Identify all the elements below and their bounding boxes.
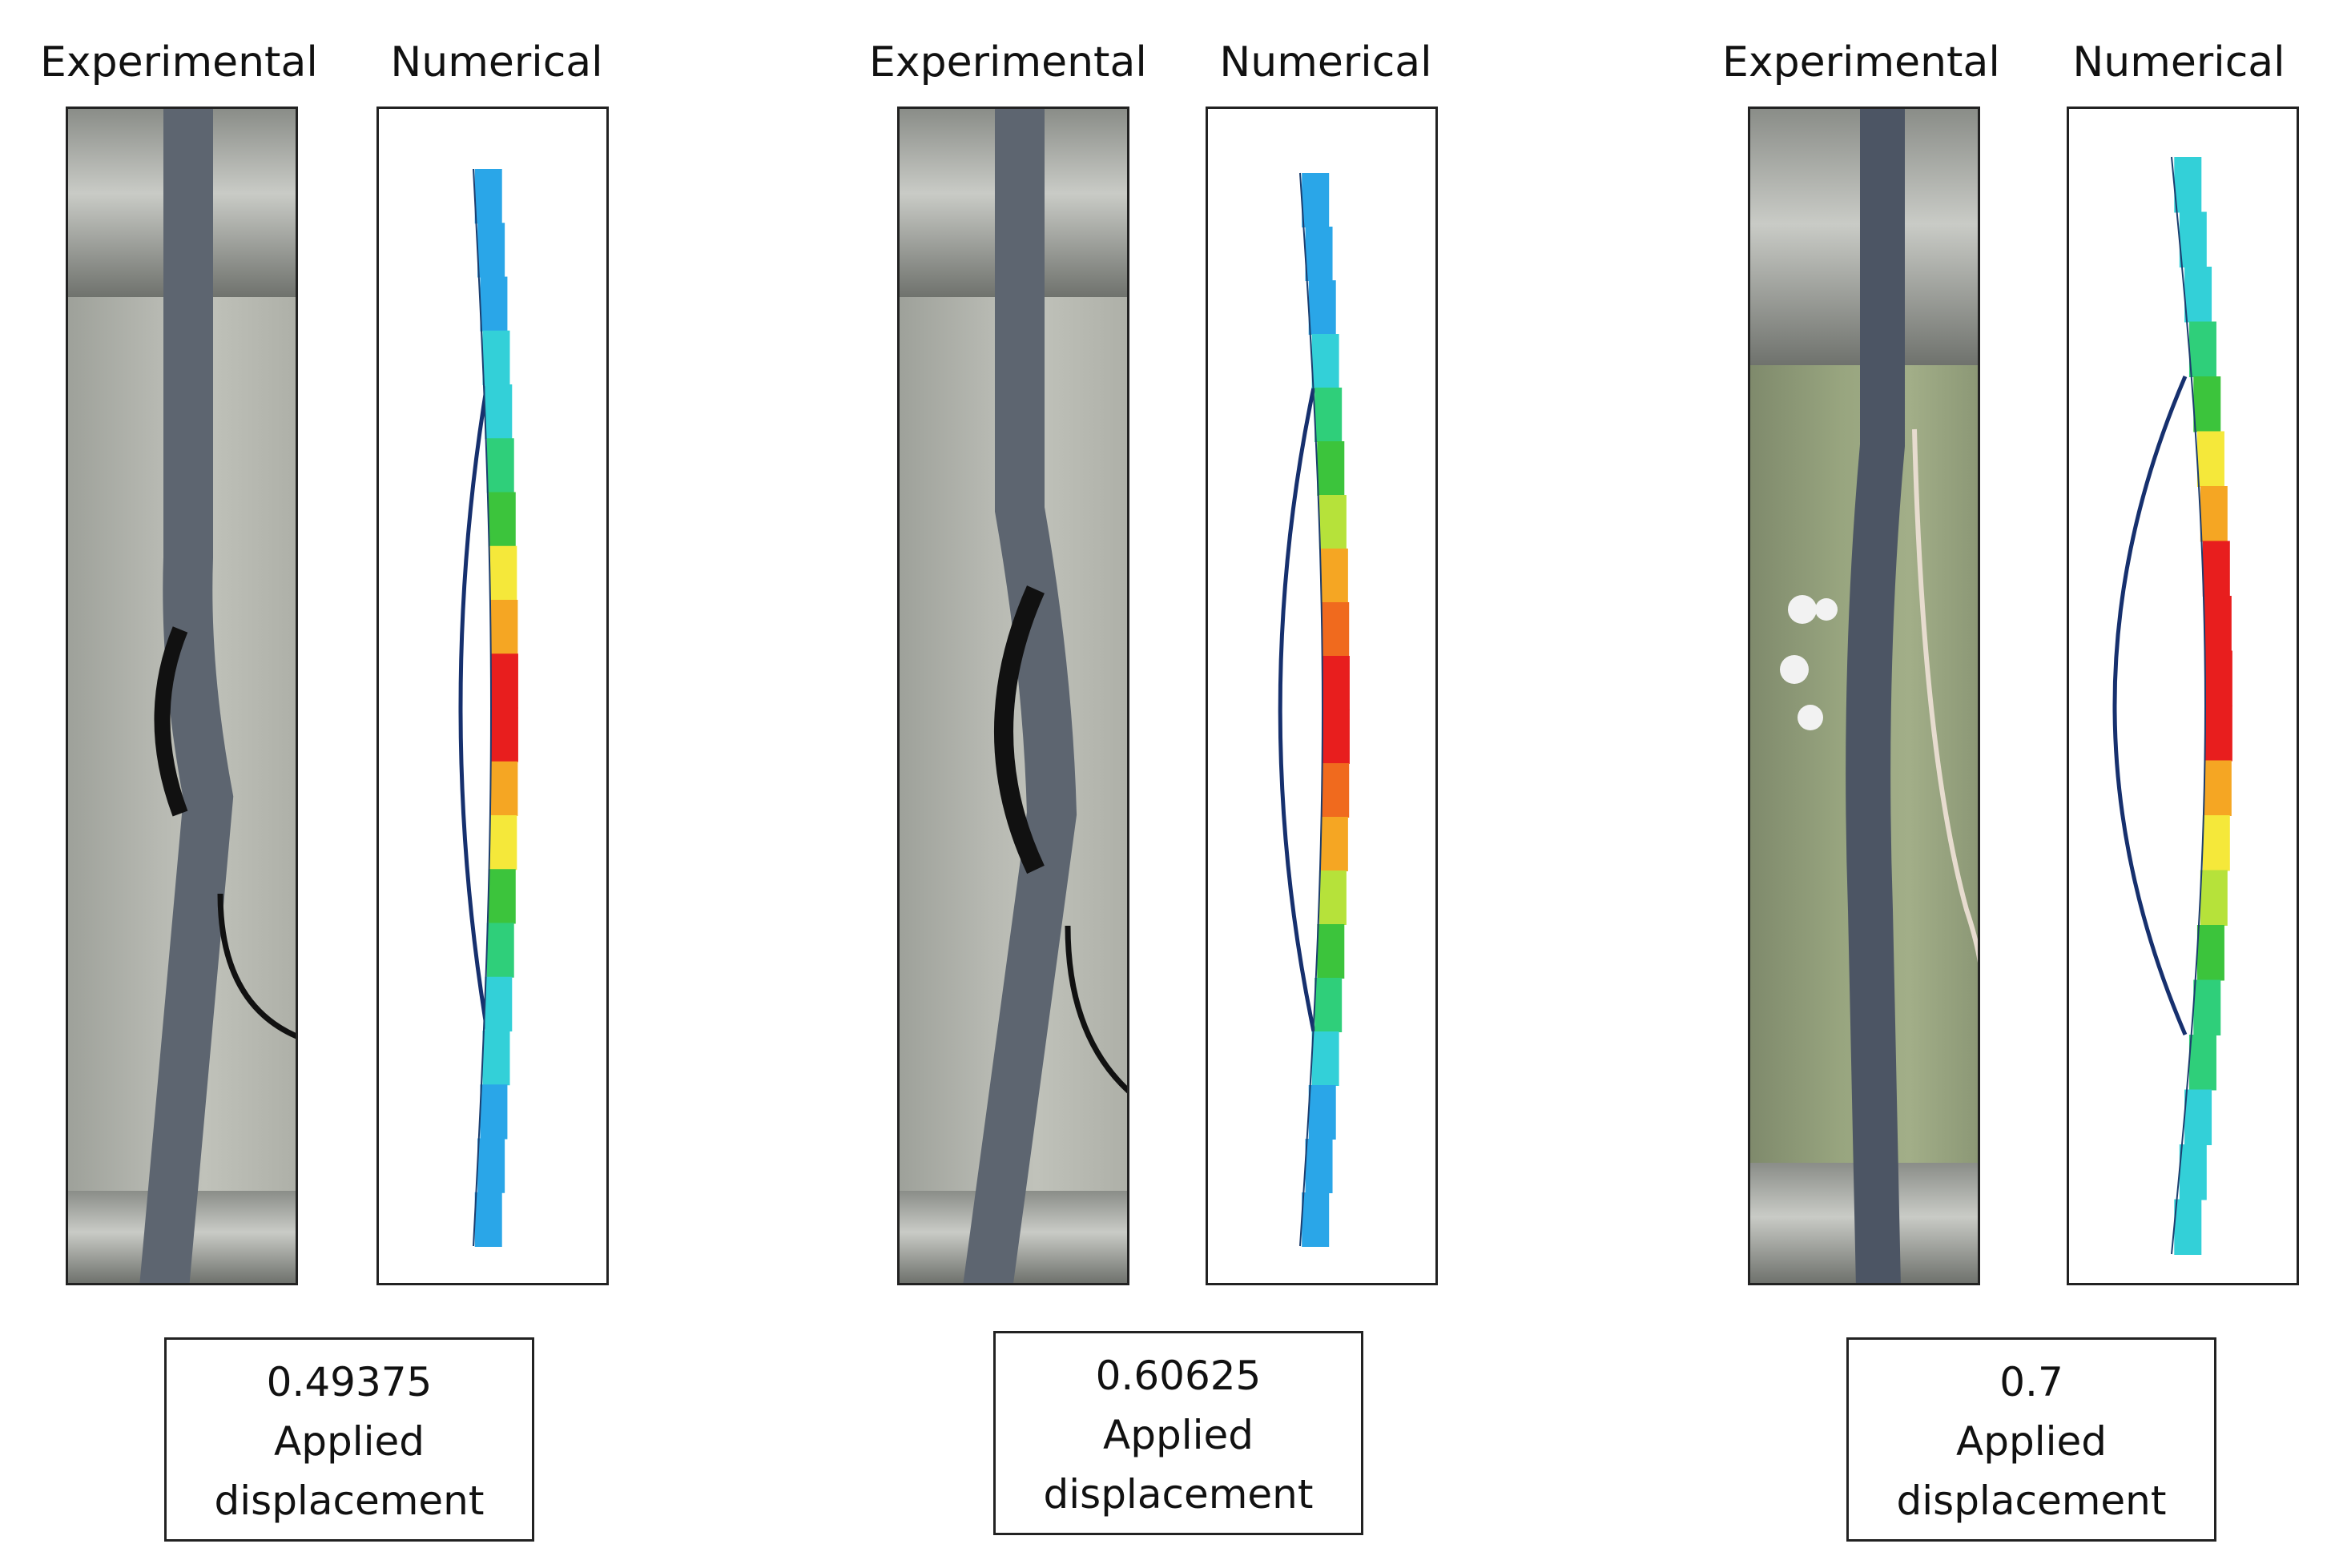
contour-band bbox=[485, 384, 513, 440]
contour-band bbox=[486, 438, 514, 493]
contour-band bbox=[490, 761, 518, 816]
numerical-title: Numerical bbox=[1219, 38, 1432, 86]
contour-band bbox=[1322, 602, 1350, 657]
contour-band bbox=[489, 545, 517, 601]
applied-displacement-box: 0.60625 Applied displacement bbox=[993, 1331, 1363, 1535]
contour-band bbox=[474, 169, 502, 224]
contour-band bbox=[1302, 1192, 1330, 1247]
contour-band bbox=[490, 707, 518, 762]
contour-band bbox=[2184, 267, 2212, 323]
contour-band bbox=[2204, 760, 2232, 816]
contour-band bbox=[2204, 650, 2232, 706]
contour-band bbox=[1302, 173, 1330, 227]
contour-band bbox=[488, 492, 516, 547]
deformed-mesh bbox=[458, 168, 518, 1247]
contour-band bbox=[2204, 706, 2232, 762]
contour-band bbox=[477, 1138, 505, 1193]
contour-band bbox=[489, 815, 517, 870]
contour-band bbox=[1314, 978, 1343, 1032]
experimental-photo bbox=[66, 107, 298, 1285]
experimental-title: Experimental bbox=[1722, 38, 2000, 86]
contour-band bbox=[480, 1084, 508, 1140]
contour-band bbox=[2179, 211, 2207, 267]
stage-2: Experimental Numerical 0.60625 Applied d… bbox=[801, 0, 1522, 1568]
contour-band bbox=[486, 923, 514, 978]
displacement-value: 0.60625 bbox=[1095, 1353, 1262, 1399]
contour-band bbox=[1311, 1031, 1339, 1086]
contour-band bbox=[1320, 549, 1348, 603]
applied-displacement-box: 0.49375 Applied displacement bbox=[164, 1337, 534, 1542]
contour-band bbox=[2196, 431, 2224, 487]
contour-band bbox=[480, 276, 508, 332]
contour-band bbox=[2193, 979, 2221, 1035]
displacement-label-line1: Applied bbox=[1103, 1412, 1254, 1458]
contour-band bbox=[2193, 376, 2221, 432]
contour-band bbox=[1317, 441, 1345, 496]
reference-shape-curve bbox=[458, 384, 489, 1031]
contour-band bbox=[2184, 1089, 2212, 1145]
reference-shape-curve bbox=[1278, 387, 1316, 1032]
contour-band bbox=[482, 330, 510, 385]
contour-band bbox=[1322, 763, 1350, 818]
contour-band bbox=[1322, 656, 1350, 710]
numerical-model bbox=[376, 107, 609, 1285]
contour-band bbox=[485, 976, 513, 1031]
mesh-edge bbox=[2171, 156, 2207, 1255]
applied-displacement-box: 0.7 Applied displacement bbox=[1846, 1337, 2216, 1542]
numerical-model bbox=[2067, 107, 2299, 1285]
stage-3: Experimental Numerical 0.7 Applied displ… bbox=[1602, 0, 2335, 1568]
displacement-label-line2: displacement bbox=[1896, 1478, 2167, 1524]
contour-band bbox=[2196, 925, 2224, 981]
contour-band bbox=[490, 653, 518, 709]
contour-band bbox=[1318, 495, 1347, 549]
contour-band bbox=[490, 600, 518, 655]
contour-band bbox=[1322, 710, 1350, 764]
displacement-label-line1: Applied bbox=[274, 1418, 425, 1465]
experimental-photo bbox=[897, 107, 1129, 1285]
contour-band bbox=[1317, 924, 1345, 979]
contour-band bbox=[2202, 815, 2230, 871]
contour-band bbox=[2200, 870, 2228, 926]
contour-band bbox=[2179, 1144, 2207, 1200]
experimental-title: Experimental bbox=[869, 38, 1147, 86]
contour-band bbox=[482, 1031, 510, 1086]
contour-band bbox=[1318, 870, 1347, 925]
displacement-label-line2: displacement bbox=[1043, 1471, 1314, 1518]
experimental-title: Experimental bbox=[40, 38, 318, 86]
contour-band bbox=[1320, 817, 1348, 871]
numerical-title: Numerical bbox=[390, 38, 603, 86]
experimental-photo bbox=[1748, 107, 1980, 1285]
mesh-edge bbox=[473, 168, 493, 1247]
deformed-mesh bbox=[2112, 156, 2232, 1255]
contour-band bbox=[1311, 334, 1339, 388]
contour-band bbox=[1308, 1085, 1336, 1140]
contour-band bbox=[474, 1192, 502, 1247]
numerical-title: Numerical bbox=[2072, 38, 2285, 86]
contour-band bbox=[1308, 280, 1336, 335]
displacement-value: 0.49375 bbox=[266, 1359, 433, 1405]
numerical-model bbox=[1206, 107, 1438, 1285]
contour-band bbox=[2174, 157, 2202, 213]
mesh-edge bbox=[1299, 172, 1324, 1247]
contour-band bbox=[1314, 388, 1343, 442]
displacement-label-line1: Applied bbox=[1956, 1418, 2107, 1465]
contour-band bbox=[1305, 227, 1333, 281]
displacement-value: 0.7 bbox=[1999, 1359, 2063, 1405]
contour-band bbox=[2204, 596, 2232, 652]
contour-band bbox=[1305, 1139, 1333, 1193]
contour-band bbox=[2188, 1035, 2216, 1091]
contour-band bbox=[2188, 321, 2216, 377]
buckled-specimen bbox=[1780, 109, 1978, 1283]
contour-band bbox=[2202, 541, 2230, 597]
stage-1: Experimental Numerical 0.49375 Applied d… bbox=[0, 0, 721, 1568]
reference-shape-curve bbox=[2112, 376, 2188, 1035]
contour-band bbox=[477, 223, 505, 278]
contour-band bbox=[2200, 486, 2228, 542]
buckled-specimen bbox=[963, 109, 1127, 1283]
buckled-specimen bbox=[139, 109, 296, 1283]
contour-band bbox=[2174, 1199, 2202, 1255]
displacement-label-line2: displacement bbox=[214, 1478, 485, 1524]
deformed-mesh bbox=[1278, 172, 1350, 1247]
contour-band bbox=[488, 869, 516, 924]
